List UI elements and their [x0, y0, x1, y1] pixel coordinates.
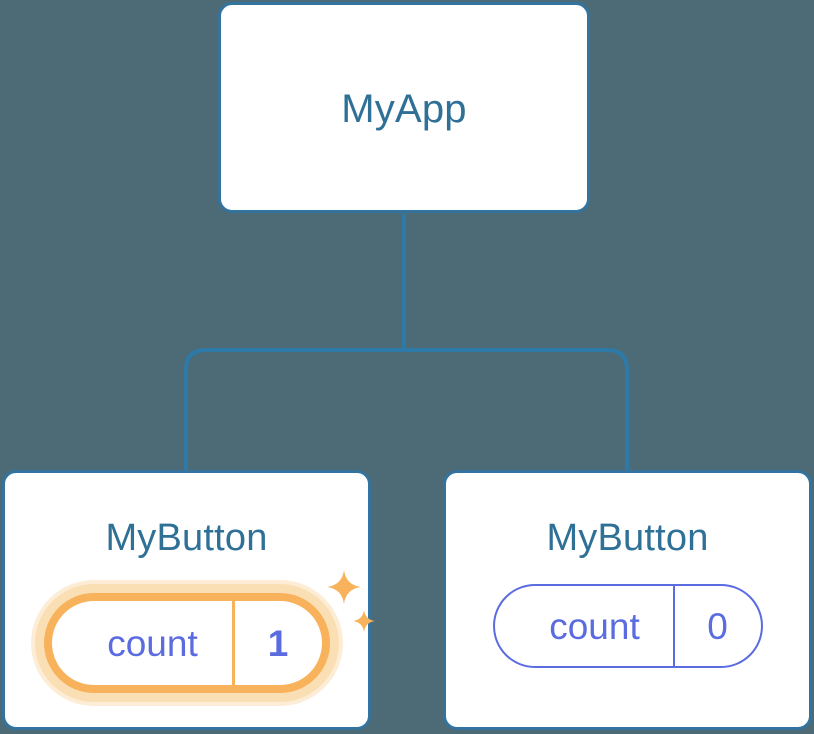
state-pill-wrapper-right: count 0 — [446, 584, 809, 668]
state-key-left: count — [52, 601, 232, 685]
node-card-myapp[interactable]: MyApp — [218, 2, 590, 213]
state-value-right: 0 — [672, 586, 761, 666]
state-pill-right[interactable]: count 0 — [492, 584, 763, 668]
state-value-text-right: 0 — [707, 605, 728, 647]
node-title-mybutton-left: MyButton — [105, 517, 268, 559]
state-value-text-left: 1 — [267, 622, 289, 664]
connector-branch-left — [184, 348, 406, 472]
node-title-mybutton-right: MyButton — [546, 517, 709, 559]
connector-branch-right — [402, 348, 629, 472]
state-pill-left[interactable]: count 1 — [43, 593, 330, 693]
state-pill-wrapper-left: count 1 — [5, 570, 375, 702]
state-pill-highlight-glow: count 1 — [34, 570, 375, 702]
state-value-left: 1 — [231, 601, 322, 685]
node-card-mybutton-right[interactable]: MyButton count 0 — [443, 470, 812, 730]
state-key-right: count — [495, 586, 673, 666]
sparkle-large-icon — [326, 570, 361, 604]
state-key-text-right: count — [549, 605, 640, 647]
node-title-myapp: MyApp — [341, 87, 467, 131]
state-key-text-left: count — [107, 622, 198, 664]
node-card-mybutton-left[interactable]: MyButton count 1 — [2, 470, 375, 730]
